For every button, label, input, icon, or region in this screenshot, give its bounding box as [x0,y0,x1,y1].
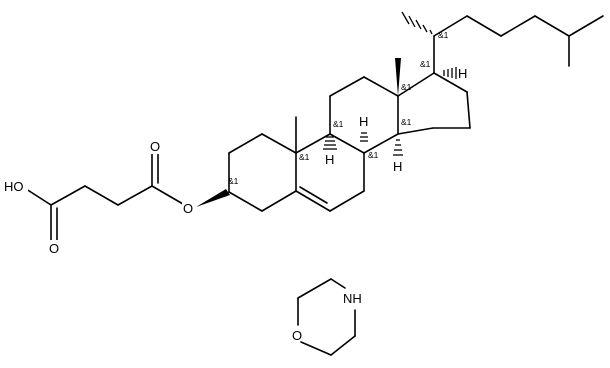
stereo-c17: &1 [420,59,431,69]
morpholine-oxygen-label: O [292,328,302,343]
ring-a-bonds [228,133,297,212]
ring-b-bonds [295,133,365,212]
ring-d-bonds [397,72,471,135]
ester-carbonyl-oxygen-label: O [150,139,160,154]
hydroxyl-label: HO [4,179,24,194]
stereo-descriptors: &1 &1 &1 &1 &1 &1 &1 &1 [228,30,449,186]
stereo-c10: &1 [299,152,310,162]
ester-oxygen-label: O [183,201,193,216]
ring-c-bonds [329,76,399,154]
stereo-hash-bonds [323,67,457,156]
c20-methyl-hash [401,11,433,35]
c8-hydrogen-label: H [359,114,368,129]
c3-ester-wedge [196,189,230,207]
c13-methyl-wedge [395,58,401,96]
stereo-c13: &1 [401,82,412,92]
stereo-c14: &1 [401,117,412,127]
stereo-c8: &1 [368,150,379,160]
acid-carbonyl-oxygen-label: O [49,241,59,256]
succinate-chain-bonds [22,152,184,241]
morpholine-nh-label: NH [343,291,362,306]
morpholine-ring-bonds [297,278,356,356]
side-chain-bonds [433,15,604,74]
c17-hydrogen-label: H [458,66,467,81]
stereo-c20: &1 [438,30,449,40]
stereo-c9: &1 [333,119,344,129]
c9-hydrogen-label: H [325,152,334,167]
atom-labels: HO O O O H H H H NH O [2,66,467,343]
stereo-c3: &1 [228,176,239,186]
c14-hydrogen-label: H [393,159,402,174]
